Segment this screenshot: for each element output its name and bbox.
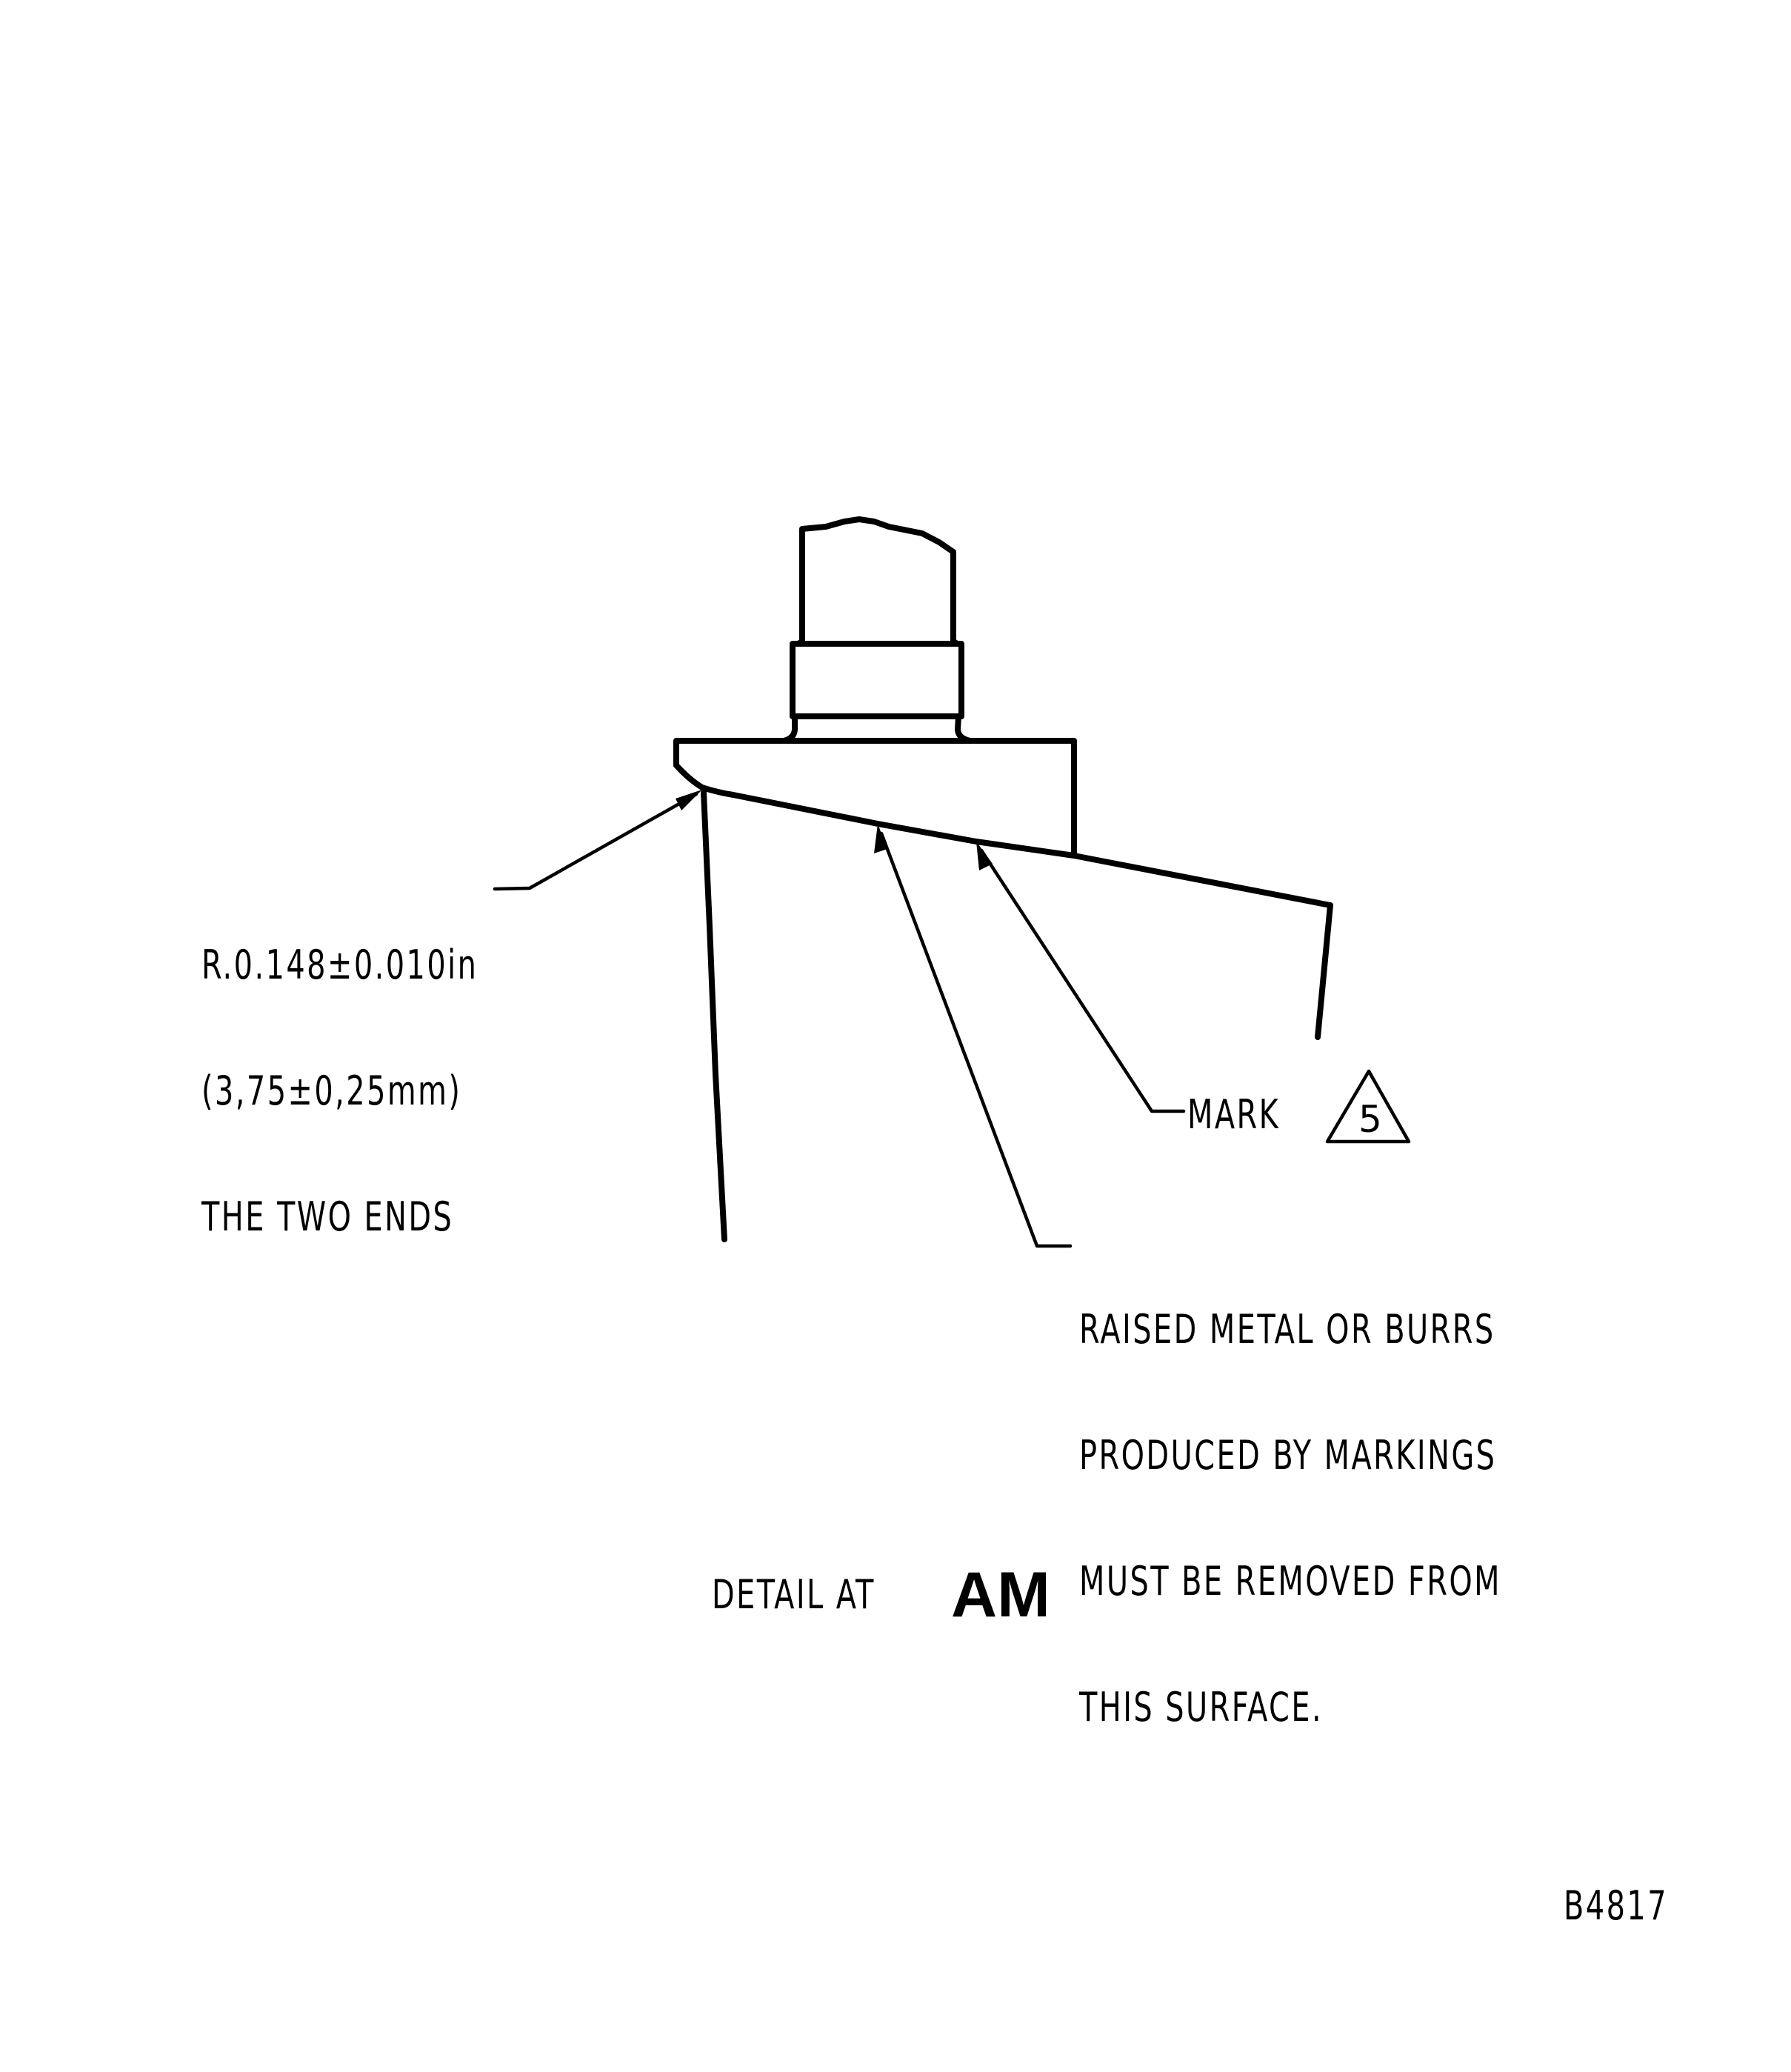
burr-line-2: PRODUCED BY MARKINGS [1079,1432,1497,1479]
neck-right [955,713,973,744]
burr-note: RAISED METAL OR BURRS PRODUCED BY MARKIN… [1079,1230,1501,1773]
left-edge [701,790,727,1242]
figure-id: B4817 [1564,1882,1668,1929]
burr-line-1: RAISED METAL OR BURRS [1079,1306,1495,1353]
burr-arrowhead [874,824,887,853]
collar-outline [790,641,964,719]
mark-arrowhead [976,842,993,870]
burr-leader [879,831,1073,1248]
mark-flag-triangle-icon [1325,1069,1411,1144]
burr-line-4: THIS SURFACE. [1079,1684,1324,1730]
radius-line-3: THE TWO ENDS [201,1193,454,1240]
radius-annotation: R.0.148±0.010in (3,75±0,25mm) THE TWO EN… [201,865,478,1283]
radius-arrowhead [676,790,702,810]
mark-flag-number: 5 [1358,1098,1382,1141]
radius-line-1: R.0.148±0.010in [201,942,478,988]
radius-leader [493,792,698,891]
stem-head-outline [799,516,956,644]
radius-line-2: (3,75±0,25mm) [201,1067,462,1114]
flange-outline [673,738,1077,857]
burr-line-3: MUST BE REMOVED FROM [1079,1558,1502,1605]
slanted-surface [673,762,1333,908]
right-edge [1315,902,1333,1040]
mark-label: MARK [1187,1091,1281,1138]
mark-leader [979,848,1186,1113]
detail-title-prefix: DETAIL AT [712,1571,876,1618]
detail-title-ref: AM [951,1559,1050,1630]
neck-left [781,713,798,744]
